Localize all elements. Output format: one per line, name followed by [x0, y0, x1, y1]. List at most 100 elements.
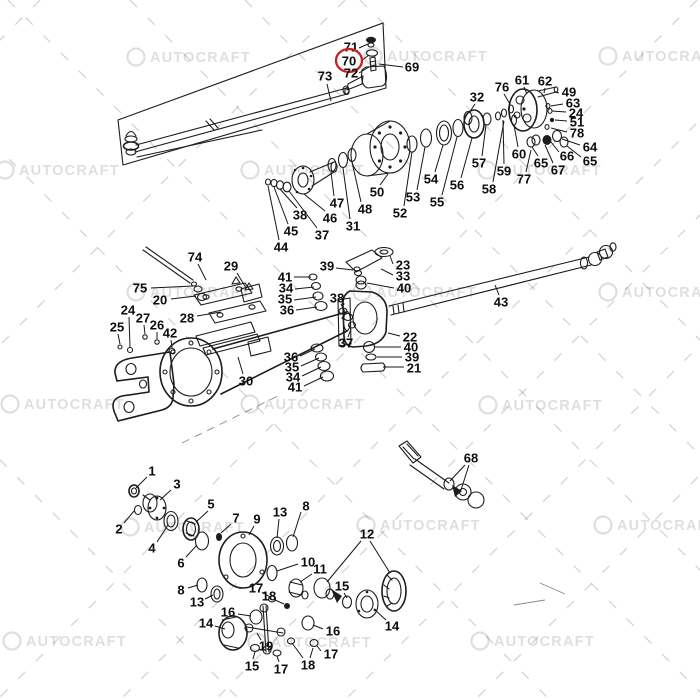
- part-label-12[interactable]: 12: [360, 527, 374, 542]
- part-label-42[interactable]: 42: [163, 326, 177, 341]
- part-label-60[interactable]: 60: [512, 147, 526, 162]
- part-label-51[interactable]: 51: [570, 115, 584, 130]
- part-label-66[interactable]: 66: [560, 149, 574, 164]
- part-label-14[interactable]: 14: [199, 616, 214, 631]
- part-label-62[interactable]: 62: [538, 74, 552, 89]
- part-label-57[interactable]: 57: [472, 156, 486, 171]
- part-label-17[interactable]: 17: [274, 662, 288, 677]
- part-label-16[interactable]: 16: [326, 624, 340, 639]
- part-label-1[interactable]: 1: [148, 464, 155, 479]
- part-label-34[interactable]: 34: [279, 281, 294, 296]
- part-label-72[interactable]: 72: [344, 66, 358, 81]
- part-label-76[interactable]: 76: [495, 80, 509, 95]
- part-label-24[interactable]: 24: [121, 303, 136, 318]
- part-label-38[interactable]: 38: [330, 291, 344, 306]
- part-label-17[interactable]: 17: [324, 647, 338, 662]
- leader-line: [135, 476, 148, 489]
- part-label-65[interactable]: 65: [534, 156, 548, 171]
- part-label-35[interactable]: 35: [278, 292, 292, 307]
- part-label-24[interactable]: 24: [569, 106, 584, 121]
- part-label-17[interactable]: 17: [249, 581, 263, 596]
- part-label-40[interactable]: 40: [397, 281, 411, 296]
- part-label-50[interactable]: 50: [370, 185, 384, 200]
- part-label-74[interactable]: 74: [188, 250, 203, 265]
- part-label-30[interactable]: 30: [239, 374, 253, 389]
- leader-line: [291, 642, 304, 659]
- part-label-73[interactable]: 73: [318, 69, 332, 84]
- part-label-61[interactable]: 61: [515, 73, 529, 88]
- part-label-27[interactable]: 27: [136, 311, 150, 326]
- part-label-69[interactable]: 69: [405, 60, 419, 75]
- part-label-78[interactable]: 78: [570, 126, 584, 141]
- part-label-22[interactable]: 22: [403, 330, 417, 345]
- part-label-63[interactable]: 63: [566, 96, 580, 111]
- part-label-19[interactable]: 19: [259, 639, 273, 654]
- part-label-44[interactable]: 44: [274, 240, 289, 255]
- part-label-5[interactable]: 5: [207, 497, 214, 512]
- part-label-7[interactable]: 7: [232, 511, 239, 526]
- part-label-18[interactable]: 18: [301, 658, 315, 673]
- part-label-11[interactable]: 11: [313, 562, 327, 577]
- part-label-20[interactable]: 20: [153, 293, 167, 308]
- part-label-35[interactable]: 35: [285, 360, 299, 375]
- part-label-67[interactable]: 67: [551, 163, 565, 178]
- part-label-36[interactable]: 36: [280, 303, 294, 318]
- part-label-52[interactable]: 52: [393, 206, 407, 221]
- part-label-4[interactable]: 4: [148, 541, 156, 556]
- part-label-3[interactable]: 3: [173, 477, 180, 492]
- part-label-56[interactable]: 56: [450, 178, 464, 193]
- part-label-16[interactable]: 16: [221, 605, 235, 620]
- part-label-25[interactable]: 25: [110, 320, 124, 335]
- part-label-8[interactable]: 8: [177, 583, 184, 598]
- part-label-10[interactable]: 10: [301, 555, 315, 570]
- part-label-37[interactable]: 37: [315, 228, 329, 243]
- part-label-75[interactable]: 75: [133, 281, 147, 296]
- part-label-46[interactable]: 46: [323, 211, 337, 226]
- part-label-34[interactable]: 34: [286, 370, 301, 385]
- part-label-64[interactable]: 64: [583, 140, 598, 155]
- part-label-71[interactable]: 71: [344, 40, 358, 55]
- part-label-28[interactable]: 28: [180, 311, 194, 326]
- leader-line: [276, 655, 280, 663]
- part-label-18[interactable]: 18: [262, 589, 276, 604]
- part-label-15[interactable]: 15: [335, 579, 349, 594]
- part-label-45[interactable]: 45: [284, 224, 298, 239]
- part-label-48[interactable]: 48: [358, 202, 372, 217]
- leader-line: [523, 86, 528, 95]
- part-label-53[interactable]: 53: [406, 190, 420, 205]
- part-label-49[interactable]: 49: [562, 85, 576, 100]
- part-label-65[interactable]: 65: [583, 154, 597, 169]
- part-label-70[interactable]: 70: [342, 54, 356, 69]
- part-label-23[interactable]: 23: [396, 258, 410, 273]
- part-label-8[interactable]: 8: [302, 499, 309, 514]
- part-label-2[interactable]: 2: [115, 522, 122, 537]
- part-label-33[interactable]: 33: [396, 269, 410, 284]
- part-label-6[interactable]: 6: [177, 556, 184, 571]
- part-label-47[interactable]: 47: [330, 196, 344, 211]
- part-label-55[interactable]: 55: [430, 195, 444, 210]
- part-label-13[interactable]: 13: [190, 595, 204, 610]
- part-label-29[interactable]: 29: [224, 259, 238, 274]
- part-label-14[interactable]: 14: [385, 619, 400, 634]
- part-label-43[interactable]: 43: [494, 295, 508, 310]
- part-label-26[interactable]: 26: [150, 318, 164, 333]
- part-label-54[interactable]: 54: [424, 172, 439, 187]
- part-label-68[interactable]: 68: [464, 451, 478, 466]
- part-label-40[interactable]: 40: [404, 340, 418, 355]
- part-label-77[interactable]: 77: [517, 172, 531, 187]
- part-label-13[interactable]: 13: [273, 505, 287, 520]
- part-label-21[interactable]: 21: [407, 361, 421, 376]
- part-label-15[interactable]: 15: [245, 659, 259, 674]
- part-label-41[interactable]: 41: [288, 380, 302, 395]
- part-label-39[interactable]: 39: [405, 350, 419, 365]
- part-label-9[interactable]: 9: [253, 512, 260, 527]
- part-label-59[interactable]: 59: [497, 164, 511, 179]
- part-label-37[interactable]: 37: [339, 336, 353, 351]
- part-label-39[interactable]: 39: [320, 259, 334, 274]
- part-label-38[interactable]: 38: [293, 208, 307, 223]
- part-label-41[interactable]: 41: [278, 270, 292, 285]
- part-label-31[interactable]: 31: [346, 219, 360, 234]
- part-label-32[interactable]: 32: [470, 90, 484, 105]
- part-label-36[interactable]: 36: [284, 350, 298, 365]
- part-label-58[interactable]: 58: [482, 182, 496, 197]
